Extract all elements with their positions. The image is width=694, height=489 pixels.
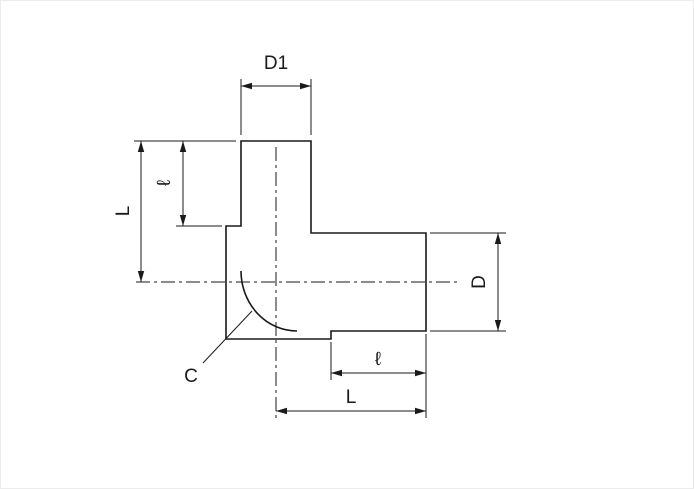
- dimension-left-length: L: [113, 140, 236, 282]
- corner-callout: C: [184, 310, 253, 387]
- arrowhead: [137, 141, 145, 152]
- corner-leader-line: [202, 310, 253, 364]
- dimension-left-stub: ℓ: [154, 141, 222, 227]
- dimension-d1: D1: [240, 53, 312, 135]
- elbow-profile: [225, 140, 427, 340]
- label-right-diameter: D: [469, 275, 490, 289]
- arrowhead: [179, 215, 187, 226]
- arrowhead: [415, 369, 426, 377]
- arrowhead: [179, 141, 187, 152]
- arrowhead: [300, 82, 311, 90]
- label-left-length: L: [113, 206, 134, 217]
- centerlines: [136, 147, 457, 418]
- arrowhead: [137, 271, 145, 282]
- arrowhead: [494, 320, 502, 331]
- dimension-bottom-stub: ℓ: [330, 334, 427, 418]
- label-bottom-length: L: [346, 387, 357, 408]
- dimension-bottom-length: L: [276, 387, 426, 415]
- elbow-corner-arc: [240, 270, 298, 332]
- elbow-body-outline: [225, 140, 427, 340]
- label-bottom-stub: ℓ: [375, 349, 381, 370]
- arrowhead: [276, 407, 287, 415]
- arrowhead: [331, 369, 342, 377]
- label-left-stub: ℓ: [154, 180, 175, 186]
- arrowhead: [494, 233, 502, 244]
- arrowhead: [241, 82, 252, 90]
- label-d1: D1: [264, 53, 288, 74]
- label-corner: C: [184, 366, 198, 387]
- arrowhead: [415, 407, 426, 415]
- dimension-right-diameter: D: [430, 232, 506, 332]
